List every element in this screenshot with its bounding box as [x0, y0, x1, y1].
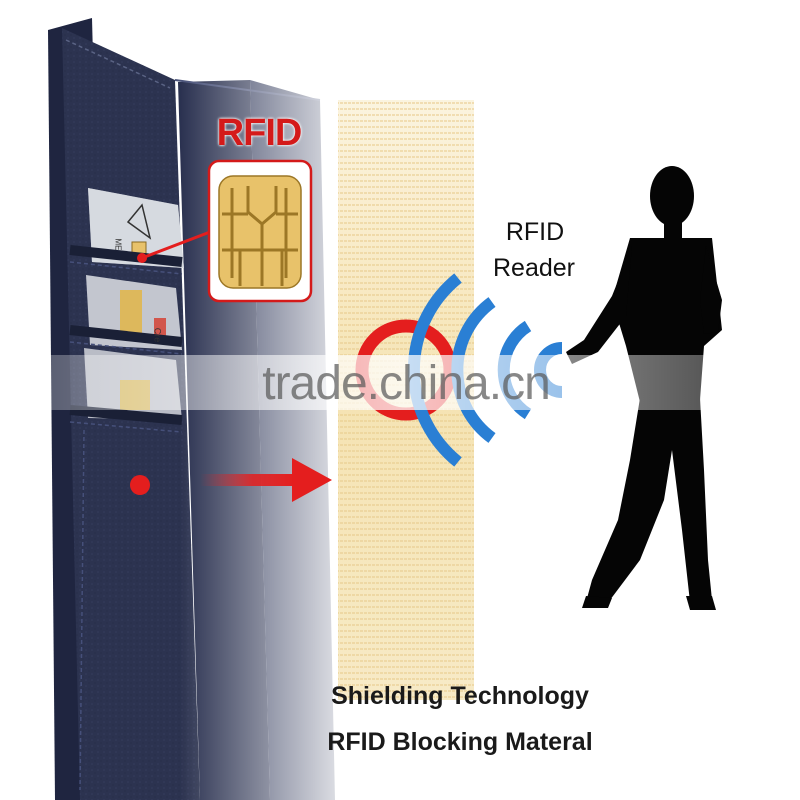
chip-callout [137, 159, 313, 303]
card-2-text: Cre [152, 327, 163, 343]
watermark-band [0, 355, 800, 410]
card-1-text: ME [113, 238, 123, 251]
rfid-chip-icon [218, 175, 302, 289]
reader-label-line-2: Reader [493, 254, 575, 282]
caption-line-2: RFID Blocking Materal [327, 728, 593, 756]
wallet-dot [130, 475, 150, 495]
arrow-right-icon [200, 458, 332, 502]
rfid-title: RFID [216, 112, 303, 154]
card-1 [88, 188, 184, 268]
reader-label-line-1: RFID [505, 218, 565, 246]
watermark-text: trade.china.cn [262, 357, 551, 410]
caption-line-1: Shielding Technology [331, 682, 589, 710]
